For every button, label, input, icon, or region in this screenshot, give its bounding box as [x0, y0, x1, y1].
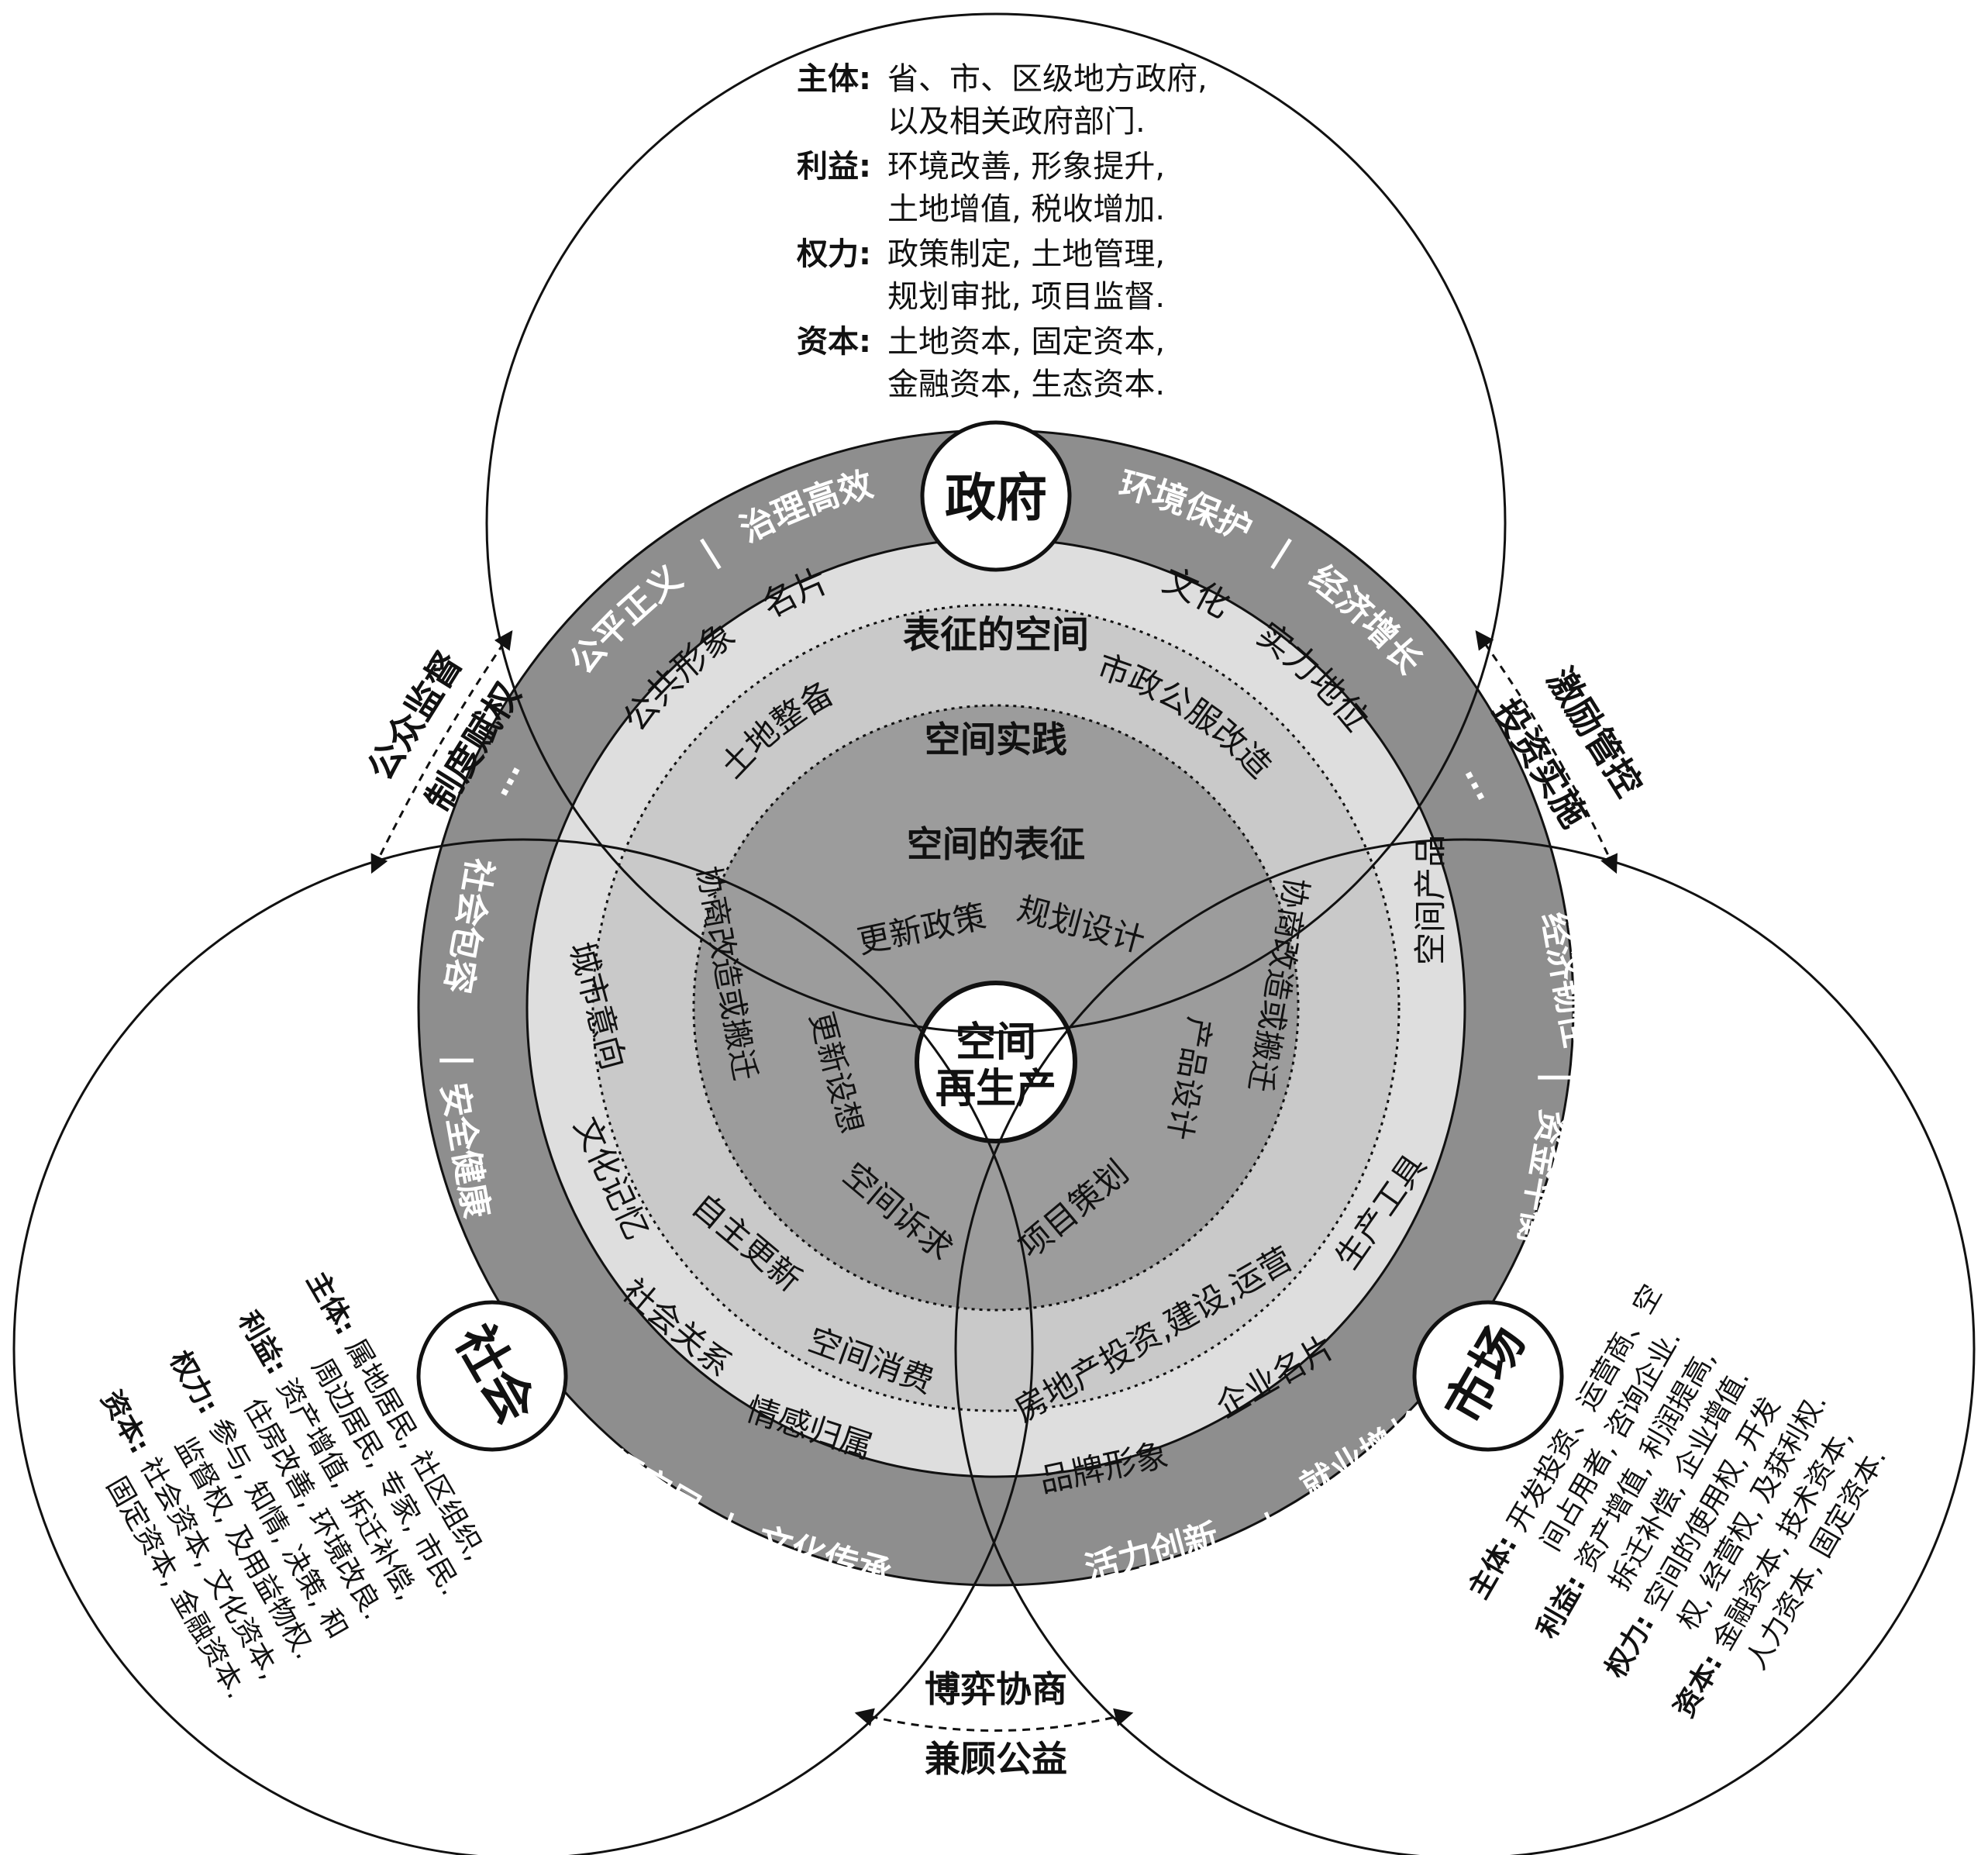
outer-sep4: | [1258, 1505, 1286, 1546]
svg-text:环境改善, 形象提升,: 环境改善, 形象提升, [887, 149, 1165, 184]
ring3-title: 空间实践 [925, 719, 1067, 760]
outer-sep3: | [1538, 1071, 1577, 1084]
svg-text:政策制定, 土地管理,: 政策制定, 土地管理, [887, 236, 1165, 272]
government-badge [920, 420, 1072, 572]
svg-text:权力:: 权力: [1599, 1609, 1660, 1684]
svg-text:资本:: 资本: [797, 324, 871, 360]
gov-society-arrow [370, 630, 513, 874]
gov-market-arrow [1475, 630, 1618, 874]
center-line2: 再生产 [935, 1066, 1056, 1112]
svg-text:权力:: 权力: [796, 236, 871, 272]
svg-text:资本:: 资本: [1668, 1649, 1729, 1722]
government-label: 政府 [945, 468, 1047, 528]
government-info-panel: 主体: 省、市、区级地方政府, 以及相关政府部门. 利益: 环境改善, 形象提升… [796, 61, 1208, 402]
svg-text:规划审批, 项目监督.: 规划审批, 项目监督. [887, 279, 1165, 315]
ring2-title: 表征的空间 [903, 613, 1089, 657]
svg-text:主体:: 主体: [797, 61, 871, 97]
svg-text:以及相关政府部门.: 以及相关政府部门. [887, 104, 1146, 140]
market-badge [1412, 1300, 1564, 1452]
svg-text:利益:: 利益: [1531, 1570, 1593, 1643]
government-circle [485, 12, 1507, 1034]
relation-sm2: 兼顾公益 [925, 1738, 1067, 1780]
society-badge [416, 1300, 568, 1452]
center-line1: 空间 [956, 1019, 1036, 1066]
svg-text:金融资本, 生态资本.: 金融资本, 生态资本. [887, 367, 1165, 402]
svg-text:权力:: 权力: [163, 1345, 224, 1419]
svg-text:主体:: 主体: [1463, 1530, 1524, 1604]
outer-sep6: | [439, 1054, 479, 1067]
market-circle [954, 838, 1976, 1855]
svg-text:主体:: 主体: [300, 1267, 361, 1340]
society-circle [12, 838, 1034, 1855]
outer-dots-bottom: ··· [978, 1596, 1014, 1632]
ring4-title: 空间的表征 [907, 823, 1085, 865]
center-circle [915, 981, 1077, 1143]
svg-text:利益:: 利益: [232, 1306, 293, 1380]
svg-text:利益:: 利益: [797, 149, 871, 184]
svg-text:资本:: 资本: [95, 1385, 156, 1459]
society-market-arrow [854, 1708, 1134, 1732]
svg-text:土地资本, 固定资本,: 土地资本, 固定资本, [887, 324, 1165, 360]
svg-text:土地增值, 税收增加.: 土地增值, 税收增加. [887, 191, 1165, 227]
relation-sm1: 博弈协商 [925, 1668, 1067, 1710]
ring2-m1: 空间产品 [1411, 835, 1449, 965]
svg-text:省、市、区级地方政府,: 省、市、区级地方政府, [887, 61, 1208, 97]
